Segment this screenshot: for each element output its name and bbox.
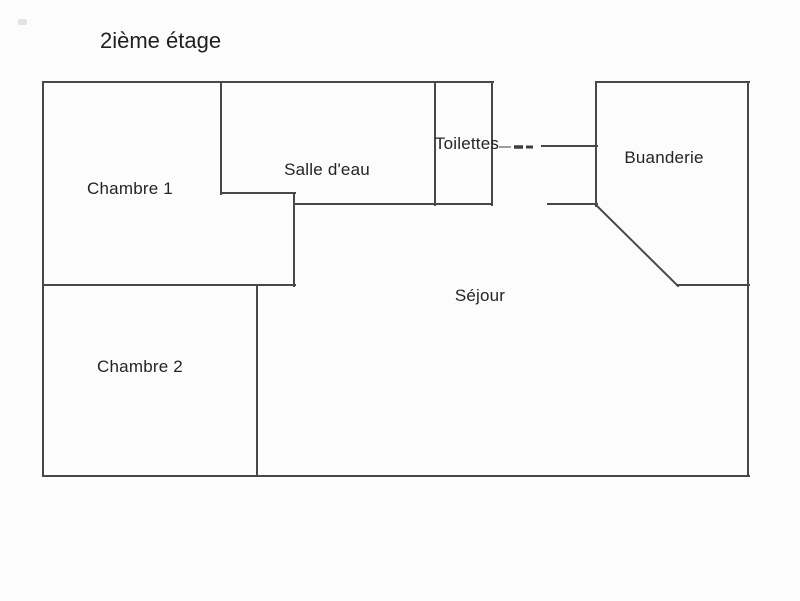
- walls: [42, 81, 750, 477]
- room-label-chambre2: Chambre 2: [97, 357, 183, 376]
- room-label-chambre1: Chambre 1: [87, 179, 173, 198]
- room-label-sejour: Séjour: [454, 286, 506, 305]
- scan-smudge-artifact: [18, 19, 27, 25]
- room-label-toilettes: Toilettes: [434, 134, 500, 153]
- room-label-buanderie: Buanderie: [624, 148, 704, 167]
- floor-title: 2ième étage: [100, 28, 222, 53]
- wall-buanderie-diagonal: [594, 203, 680, 288]
- room-label-salle-eau: Salle d'eau: [284, 160, 370, 179]
